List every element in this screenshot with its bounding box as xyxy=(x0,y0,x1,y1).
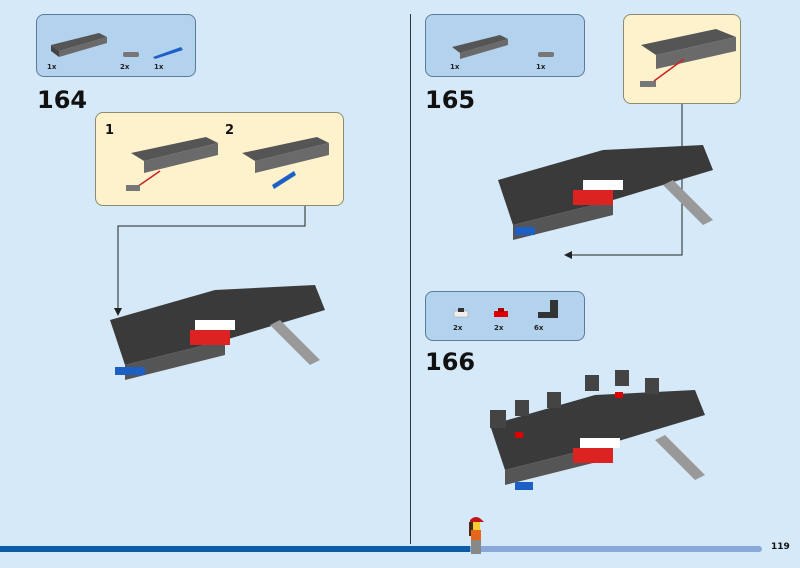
white-plate-icon xyxy=(453,308,469,318)
qty-label: 1x xyxy=(450,63,460,71)
parts-box-166: 2x 2x 6x xyxy=(425,291,585,341)
pin-icon xyxy=(123,52,139,57)
qty-label: 2x xyxy=(494,324,504,332)
substep-label: 1 xyxy=(105,123,115,138)
qty-label: 2x xyxy=(120,63,130,71)
substep-callout: 1 2 xyxy=(95,112,344,206)
axle-pin-icon xyxy=(153,47,183,59)
qty-label: 2x xyxy=(453,324,463,332)
model-image xyxy=(498,145,713,240)
parts-box-164: 1x 2x 1x xyxy=(36,14,196,77)
bracket-icon xyxy=(538,300,558,318)
qty-label: 1x xyxy=(47,63,57,71)
qty-label: 1x xyxy=(154,63,164,71)
technic-brick-icon xyxy=(452,35,508,59)
substep-callout xyxy=(623,14,741,104)
model-image xyxy=(110,285,325,380)
progress-fill xyxy=(0,546,471,552)
qty-label: 6x xyxy=(534,324,544,332)
technic-brick-icon xyxy=(51,33,107,57)
step-number: 164 xyxy=(37,86,88,114)
brick-assembly-image xyxy=(640,29,736,87)
brick-assembly-image xyxy=(126,137,218,191)
model-image xyxy=(490,370,705,490)
qty-label: 1x xyxy=(536,63,546,71)
parts-box-165: 1x 1x xyxy=(425,14,585,77)
column-divider xyxy=(410,14,411,544)
minifigure-icon xyxy=(469,517,484,554)
step-number: 166 xyxy=(425,348,476,376)
step-number: 165 xyxy=(425,86,476,114)
substep-label: 2 xyxy=(225,123,235,138)
pin-icon xyxy=(538,52,554,57)
brick-assembly-image xyxy=(242,137,329,189)
page-number: 119 xyxy=(771,542,790,552)
red-plate-icon xyxy=(494,308,508,317)
callout-arrow xyxy=(114,206,306,316)
